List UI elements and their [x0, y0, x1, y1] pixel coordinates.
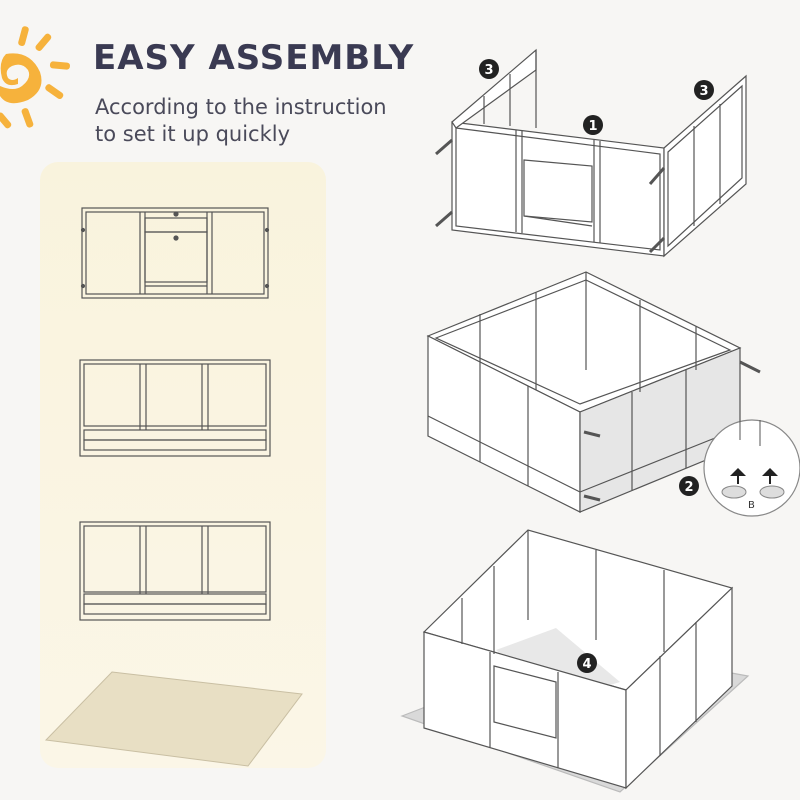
part-side-panel-a [79, 359, 271, 457]
detail-callout: B [703, 419, 800, 517]
step-badge-3-left: 3 [479, 59, 499, 79]
step-4-drawing [400, 529, 750, 793]
step-badge-2: 2 [679, 476, 699, 496]
step-badge-1: 1 [583, 115, 603, 135]
svg-text:2: 2 [684, 480, 693, 495]
step-badge-3-right: 3 [694, 80, 714, 100]
subtitle-line-1: According to the instruction [95, 95, 387, 119]
svg-text:4: 4 [582, 657, 591, 672]
part-front-panel [80, 207, 270, 299]
subtitle: According to the instruction to set it u… [95, 94, 387, 148]
part-side-panel-b [79, 521, 271, 621]
svg-text:3: 3 [484, 63, 493, 78]
step-2-drawing [426, 271, 761, 513]
page-title: EASY ASSEMBLY [93, 38, 415, 78]
detail-label: B [748, 500, 755, 511]
step-badge-4: 4 [577, 653, 597, 673]
svg-text:3: 3 [699, 84, 708, 99]
svg-text:1: 1 [588, 119, 597, 134]
sun-icon [0, 26, 70, 129]
parts-panel [40, 162, 326, 768]
step-1-drawing [435, 48, 747, 258]
subtitle-line-2: to set it up quickly [95, 122, 291, 146]
part-floor-board [44, 671, 303, 767]
